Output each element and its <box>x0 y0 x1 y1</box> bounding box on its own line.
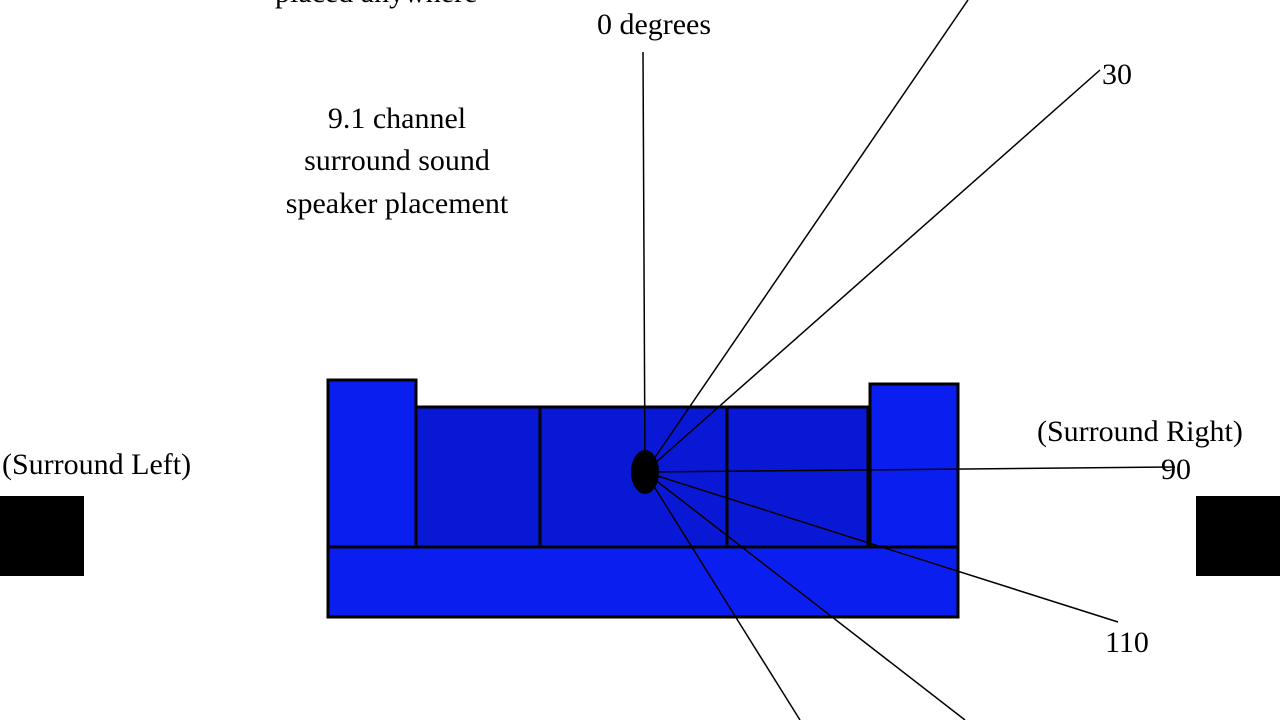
label-110: 110 <box>1105 626 1149 659</box>
couch-base <box>326 543 960 619</box>
angle-line-30 <box>644 69 1101 473</box>
diagram-title-line-2: surround sound <box>304 144 490 177</box>
angle-line-90 <box>644 466 1176 473</box>
angle-line-0 <box>642 51 646 473</box>
angle-lines <box>642 0 1176 720</box>
couch-cushion-left <box>414 405 542 549</box>
label-surround-left: (Surround Left) <box>2 448 191 481</box>
couch-armrest-right <box>868 382 960 549</box>
couch-cushion-right <box>725 405 870 549</box>
angle-line-110 <box>644 471 1119 623</box>
label-surround-right: (Surround Right) <box>1037 415 1243 448</box>
diagram-title-line-3: speaker placement <box>286 187 509 220</box>
diagram-title-line-1: 9.1 channel <box>328 102 466 135</box>
label-90: 90 <box>1161 453 1191 486</box>
couch <box>326 378 960 619</box>
angle-line-lower-right-1 <box>644 471 966 720</box>
angle-line-lower-right-2 <box>644 471 801 720</box>
speaker-surround-right <box>1196 496 1280 576</box>
label-30: 30 <box>1102 58 1132 91</box>
top-note-fragment: placed anywhere <box>275 0 477 9</box>
speaker-surround-left <box>0 496 84 576</box>
angle-line-upper-right <box>644 0 969 473</box>
couch-armrest-left <box>326 378 418 549</box>
label-0-degrees: 0 degrees <box>597 8 711 41</box>
listener-head <box>631 450 659 494</box>
